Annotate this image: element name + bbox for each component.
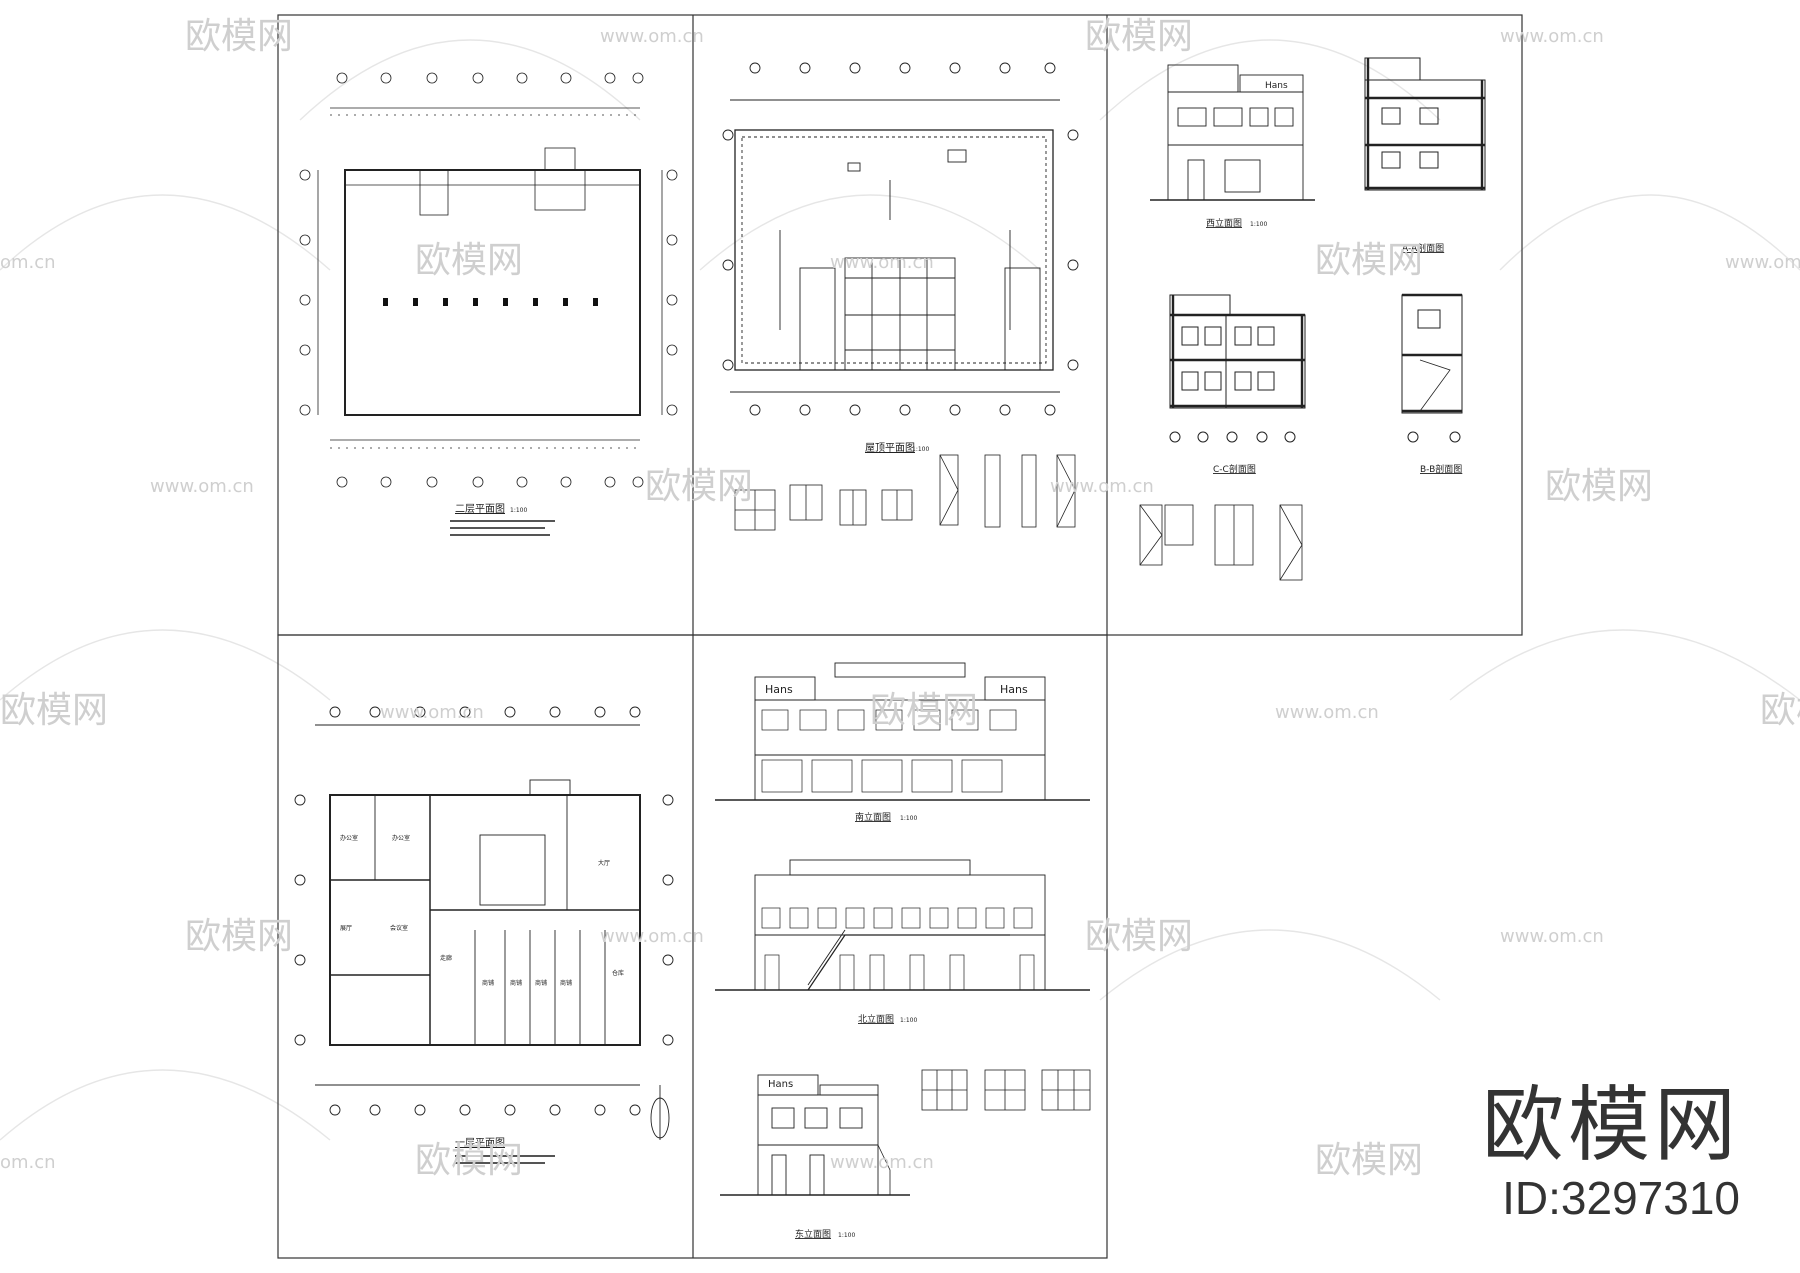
west-elevation	[1150, 64, 1315, 201]
section-a	[1364, 57, 1486, 191]
window-details-top	[734, 454, 1076, 531]
watermark-site: www.om.cn	[600, 926, 704, 947]
watermark-site: www.om.cn	[1050, 476, 1154, 497]
room-shop-4: 商铺	[560, 979, 572, 987]
room-shop-1: 商铺	[482, 979, 494, 987]
watermark-site: www.om.cn	[1275, 702, 1379, 723]
watermark-brand: 欧模网	[1315, 240, 1423, 281]
first-floor-plan-title: 一层平面图	[455, 1137, 505, 1149]
room-corridor: 走廊	[440, 954, 452, 962]
first-floor-notes	[455, 1155, 555, 1164]
room-shop-3: 商铺	[535, 979, 547, 987]
roof-plan	[722, 62, 1079, 416]
watermark-brand: 欧模网	[1760, 690, 1800, 731]
room-office-1: 办公室	[340, 834, 358, 842]
east-elevation-sign: Hans	[768, 1079, 793, 1090]
watermark-site: www.om.cn	[150, 476, 254, 497]
section-b-title: B-B剖面图	[1420, 463, 1462, 475]
watermark-brand: 欧模网	[1085, 916, 1193, 957]
east-elevation-title: 东立面图	[795, 1228, 831, 1240]
watermark-brand: 欧模网	[185, 916, 293, 957]
watermark-brand: 欧模网	[415, 240, 523, 281]
watermark-brand: 欧模网	[185, 16, 293, 57]
watermark-brand: 欧模网	[1085, 16, 1193, 57]
west-elevation-scale: 1:100	[1250, 221, 1267, 228]
watermark-site: www.om.cn	[830, 252, 934, 273]
south-elevation-sign-right: Hans	[1000, 683, 1028, 696]
room-shop-2: 商铺	[510, 979, 522, 987]
west-elevation-title: 西立面图	[1206, 217, 1242, 229]
second-floor-plan-scale: 1:100	[510, 507, 527, 514]
room-meeting: 会议室	[390, 924, 408, 932]
watermark-brand: 欧模网	[645, 466, 753, 507]
watermark-site: www.om.cn	[600, 26, 704, 47]
west-elevation-sign: Hans	[1265, 81, 1288, 91]
north-elevation	[715, 859, 1090, 991]
watermark-brand: 欧模网	[0, 690, 108, 731]
room-hall: 大厅	[598, 859, 610, 867]
watermark-layer: 欧模网 www.om.cn 欧模网 www.om.cn om.cn 欧模网 ww…	[0, 16, 1800, 1181]
section-c-title: C-C剖面图	[1213, 463, 1256, 475]
south-elevation-title: 南立面图	[855, 811, 891, 823]
south-elevation	[715, 662, 1090, 801]
watermark-brand: 欧模网	[415, 1140, 523, 1181]
watermark-brand: 欧模网	[1315, 1140, 1423, 1181]
room-office-2: 办公室	[392, 834, 410, 842]
south-elevation-sign-left: Hans	[765, 683, 793, 696]
second-floor-plan-title: 二层平面图	[455, 503, 505, 515]
second-floor-notes	[450, 520, 555, 536]
east-elevation	[720, 1074, 910, 1196]
watermark-site-fragment: om.cn	[0, 252, 56, 273]
watermark-site: www.om.cn	[1500, 26, 1604, 47]
north-elevation-title: 北立面图	[858, 1013, 894, 1025]
second-floor-plan	[299, 72, 678, 488]
south-elevation-scale: 1:100	[900, 815, 917, 822]
north-elevation-scale: 1:100	[900, 1017, 917, 1024]
first-floor-room-labels: 办公室 办公室 会议室 展厅 大厅 走廊 商铺 商铺 商铺 商铺 仓库	[340, 834, 624, 987]
watermark-site: www.om.cn	[380, 702, 484, 723]
watermark-site: www.om.cn	[830, 1152, 934, 1173]
first-floor-plan	[294, 706, 674, 1140]
watermark-site-fragment: om.cn	[0, 1152, 56, 1173]
watermark-brand: 欧模网	[870, 690, 978, 731]
room-exhibit: 展厅	[340, 925, 352, 932]
door-details	[1139, 504, 1303, 581]
big-watermark-id: ID:3297310	[1502, 1172, 1740, 1224]
section-c	[1169, 294, 1306, 443]
east-elevation-scale: 1:100	[838, 1232, 855, 1239]
roof-plan-scale: 1:100	[912, 446, 929, 453]
watermark-arcs	[0, 39, 1800, 1141]
section-b	[1401, 293, 1463, 443]
window-details-bottom	[921, 1069, 1091, 1111]
watermark-brand: 欧模网	[1545, 466, 1653, 507]
watermark-site: www.om.cn	[1725, 252, 1800, 273]
big-watermark-brand: 欧模网	[1481, 1078, 1740, 1173]
sheet-frames	[277, 14, 1523, 1259]
section-a-title: A-A剖面图	[1402, 242, 1444, 254]
room-store: 仓库	[612, 969, 624, 977]
watermark-site: www.om.cn	[1500, 926, 1604, 947]
roof-plan-title: 屋顶平面图	[865, 442, 915, 454]
